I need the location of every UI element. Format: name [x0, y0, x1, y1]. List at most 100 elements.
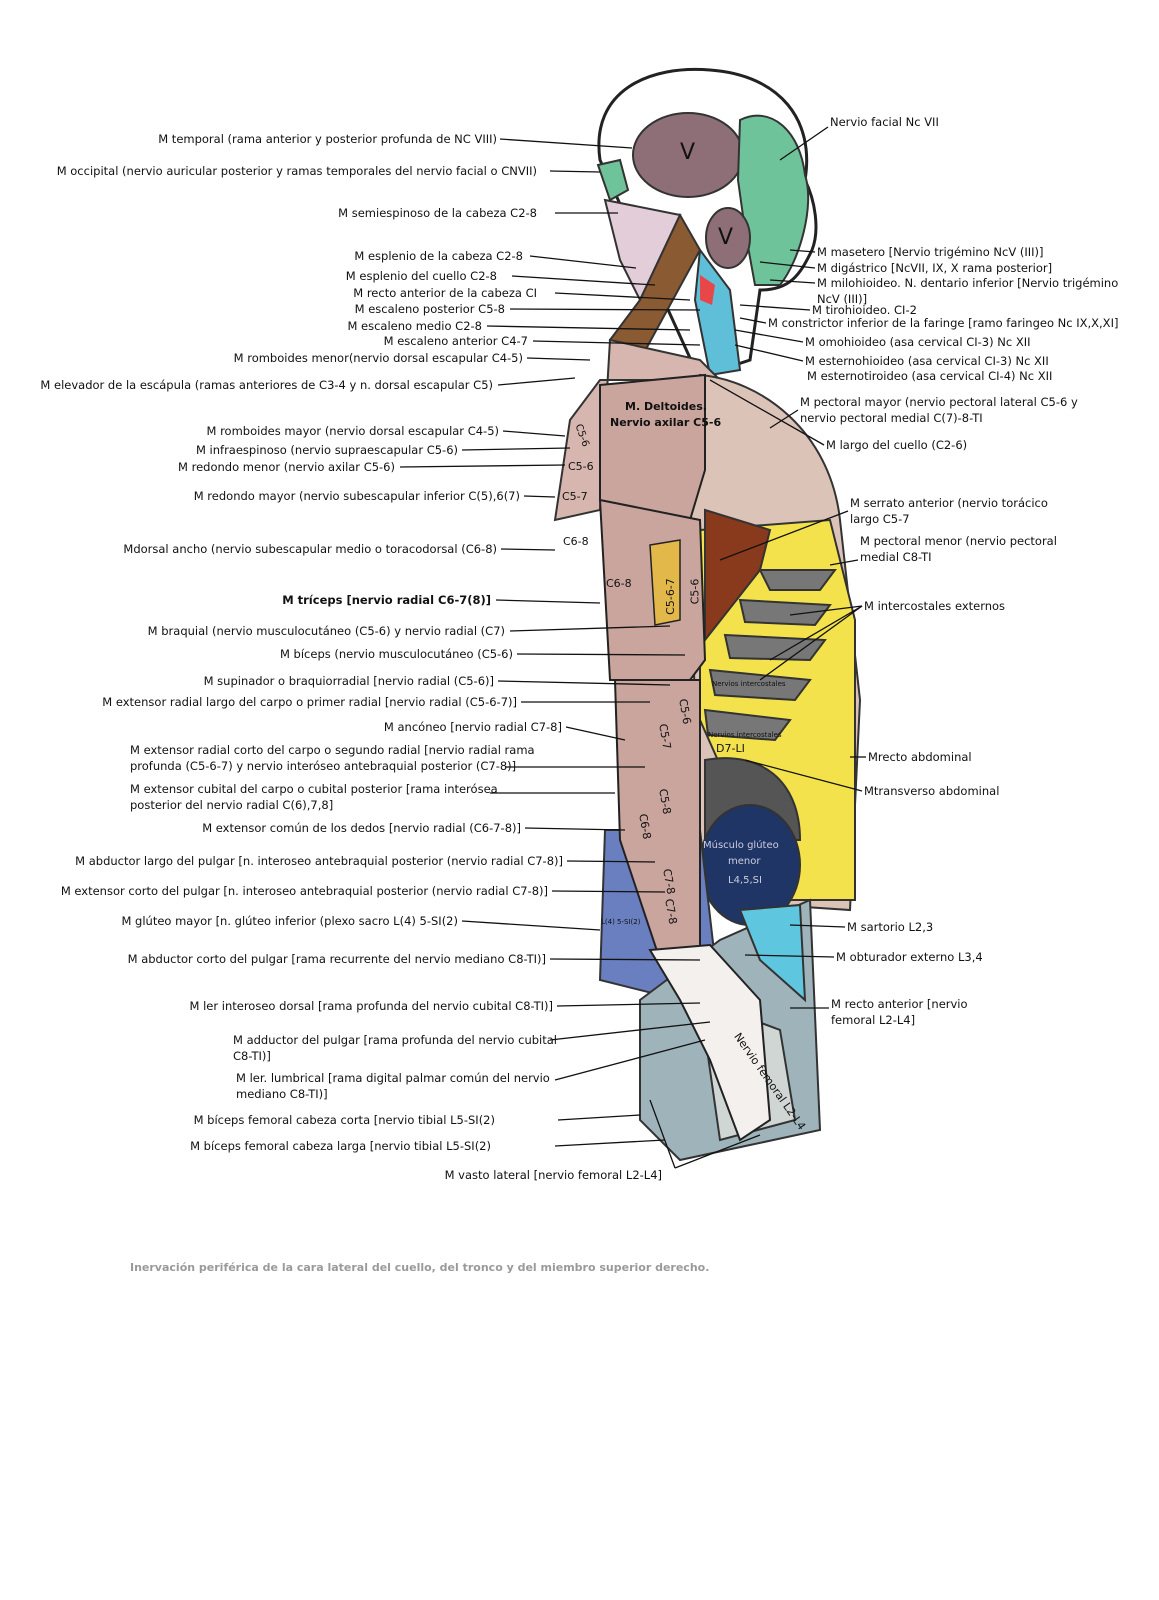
- right_labels-label: Nervio facial Nc VII: [830, 114, 939, 130]
- right_labels-label: M esternotiroideo (asa cervical CI-4) Nc…: [807, 368, 1052, 384]
- label-line: M esplenio de la cabeza C2-8: [354, 249, 523, 263]
- leader-line: [734, 344, 804, 362]
- label-line: M tríceps [nervio radial C6-7(8)]: [282, 593, 491, 607]
- label-line: M ler. lumbrical [rama digital palmar co…: [236, 1071, 550, 1085]
- label-line: M extensor corto del pulgar [n. interose…: [60, 884, 548, 898]
- leader-line: [789, 924, 846, 928]
- leader-line: [549, 958, 701, 961]
- left_labels-label: M redondo menor (nervio axilar C5-6): [178, 459, 395, 475]
- left_labels-label: M escaleno posterior C5-8: [355, 301, 505, 317]
- inner-label-c68b: C6-8: [606, 577, 632, 590]
- left_labels-label: M infraespinoso (nervio supraescapular C…: [196, 442, 458, 458]
- inner-label-gluteo_3: L4,5,SI: [728, 875, 762, 886]
- masseter: [705, 207, 751, 269]
- label-line: M elevador de la escápula (ramas anterio…: [40, 378, 493, 392]
- sartorius: [738, 903, 807, 1003]
- right_labels-label: M constrictor inferior de la faringe [ra…: [768, 315, 1118, 331]
- inner-label-c56b: C5-6: [568, 460, 594, 473]
- label-line: M redondo mayor (nervio subescapular inf…: [193, 489, 520, 503]
- label-line: M abductor largo del pulgar [n. interose…: [75, 854, 563, 868]
- label-line: M infraespinoso (nervio supraescapular C…: [195, 443, 458, 457]
- right_labels-label: M tirohioideo. CI-2: [812, 302, 917, 318]
- leader-line: [649, 1099, 676, 1169]
- leader-line: [516, 653, 686, 656]
- inner-label-deltoid_2: Nervio axilar C5-6: [610, 416, 722, 429]
- label-line: Mrecto abdominal: [868, 750, 972, 764]
- leader-line: [500, 548, 556, 551]
- left_labels-label: M extensor común de los dedos [nervio ra…: [202, 820, 521, 836]
- face-muscles: [736, 114, 810, 286]
- left_labels-label: M vasto lateral [nervio femoral L2-L4]: [445, 1167, 662, 1183]
- leader-line: [759, 605, 863, 681]
- label-line: M braquial (nervio musculocutáneo (C5-6)…: [147, 624, 505, 638]
- inner-label-face_v: V: [718, 225, 734, 250]
- label-line: M omohioideo (asa cervical CI-3) Nc XII: [805, 335, 1031, 349]
- inner-label-c68a: C6-8: [563, 535, 589, 548]
- left_labels-label: M temporal (rama anterior y posterior pr…: [158, 131, 497, 147]
- left_labels-label: M ler interoseo dorsal [rama profunda de…: [190, 998, 553, 1014]
- right_labels-label: M omohioideo (asa cervical CI-3) Nc XII: [805, 334, 1030, 350]
- left_labels-label: M extensor radial largo del carpo o prim…: [102, 694, 517, 710]
- biceps-strip: [649, 539, 681, 626]
- label-line: M occipital (nervio auricular posterior …: [56, 164, 537, 178]
- right_labels-label: M esternohioideo (asa cervical CI-3) Nc …: [805, 353, 1049, 369]
- inner-label-intercostal_1: Nervios intercostales: [712, 680, 786, 688]
- left_labels-label: M abductor largo del pulgar [n. interose…: [75, 853, 563, 869]
- inner-label-cranium_v: V: [680, 140, 696, 165]
- leader-line: [497, 680, 671, 686]
- label-line: M pectoral mayor (nervio pectoral latera…: [800, 395, 1078, 409]
- label-line: profunda (C5-6-7) y nervio interóseo ant…: [130, 759, 517, 773]
- right_labels-label: M intercostales externos: [864, 598, 1005, 614]
- label-line: mediano C8-TI)]: [236, 1087, 328, 1101]
- left_labels-label: M romboides mayor (nervio dorsal escapul…: [207, 423, 500, 439]
- leader-line: [769, 409, 799, 429]
- leader-line: [529, 255, 637, 269]
- inner-label-l45s1: L(4) 5-SI(2): [601, 918, 641, 926]
- left_labels-label: M tríceps [nervio radial C6-7(8)]: [282, 592, 491, 608]
- label-line: nervio pectoral medial C(7)-8-TI: [800, 411, 983, 425]
- left_labels-label: M ler. lumbrical [rama digital palmar co…: [236, 1070, 550, 1102]
- leader-line: [511, 275, 656, 286]
- label-line: M pectoral menor (nervio pectoral: [860, 534, 1057, 548]
- left_labels-label: M bíceps (nervio musculocutáneo (C5-6): [280, 646, 513, 662]
- leader-line: [769, 279, 816, 284]
- label-line: M esternohioideo (asa cervical CI-3) Nc …: [805, 354, 1049, 368]
- right_labels-label: M milohioideo. N. dentario inferior [Ner…: [817, 275, 1118, 307]
- label-line: M escaleno medio C2-8: [347, 319, 482, 333]
- label-line: medial C8-TI: [860, 550, 932, 564]
- left_labels-label: M recto anterior de la cabeza CI: [353, 285, 537, 301]
- scalene-red: [700, 275, 715, 305]
- leader-line: [709, 379, 825, 446]
- right_labels-label: M masetero [Nervio trigémino NcV (III)]: [817, 244, 1044, 260]
- left_labels-label: M extensor radial corto del carpo o segu…: [130, 742, 535, 774]
- label-line: M vasto lateral [nervio femoral L2-L4]: [444, 1168, 662, 1182]
- label-line: M tirohioideo. CI-2: [812, 303, 917, 317]
- leader-line: [789, 249, 816, 253]
- leader-line: [566, 860, 656, 863]
- label-line: Mdorsal ancho (nervio subescapular medio…: [123, 542, 497, 556]
- inner-label-c57: C5-7: [562, 490, 588, 503]
- left_labels-label: M bíceps femoral cabeza larga [nervio ti…: [190, 1138, 491, 1154]
- right_labels-label: Mtransverso abdominal: [864, 783, 999, 799]
- leader-line: [734, 329, 804, 343]
- label-line: M milohioideo. N. dentario inferior [Ner…: [817, 276, 1119, 290]
- label-line: M sartorio L2,3: [847, 920, 934, 934]
- label-line: M esplenio del cuello C2-8: [345, 269, 497, 283]
- label-line: M abductor corto del pulgar [rama recurr…: [127, 952, 546, 966]
- right_labels-label: M pectoral menor (nervio pectoral medial …: [860, 533, 1057, 565]
- label-line: posterior del nervio radial C(6),7,8]: [130, 798, 334, 812]
- label-line: largo C5-7: [850, 512, 910, 526]
- leader-line: [502, 430, 566, 437]
- label-line: M temporal (rama anterior y posterior pr…: [158, 132, 497, 146]
- label-line: M romboides mayor (nervio dorsal escapul…: [206, 424, 500, 438]
- right_labels-label: M largo del cuello (C2-6): [826, 437, 967, 453]
- label-line: M obturador externo L3,4: [836, 950, 983, 964]
- left_labels-label: M glúteo mayor [n. glúteo inferior (plex…: [121, 913, 458, 929]
- inner-label-gluteo_2: menor: [728, 856, 761, 867]
- leader-line: [744, 954, 835, 958]
- label-line: M semiespinoso de la cabeza C2-8: [338, 206, 537, 220]
- inner-label-intercostal_2: Nervios intercostales: [708, 731, 782, 739]
- label-line: M extensor cubital del carpo o cubital p…: [130, 782, 498, 796]
- label-line: M esternotiroideo (asa cervical CI-4) Nc…: [807, 369, 1053, 383]
